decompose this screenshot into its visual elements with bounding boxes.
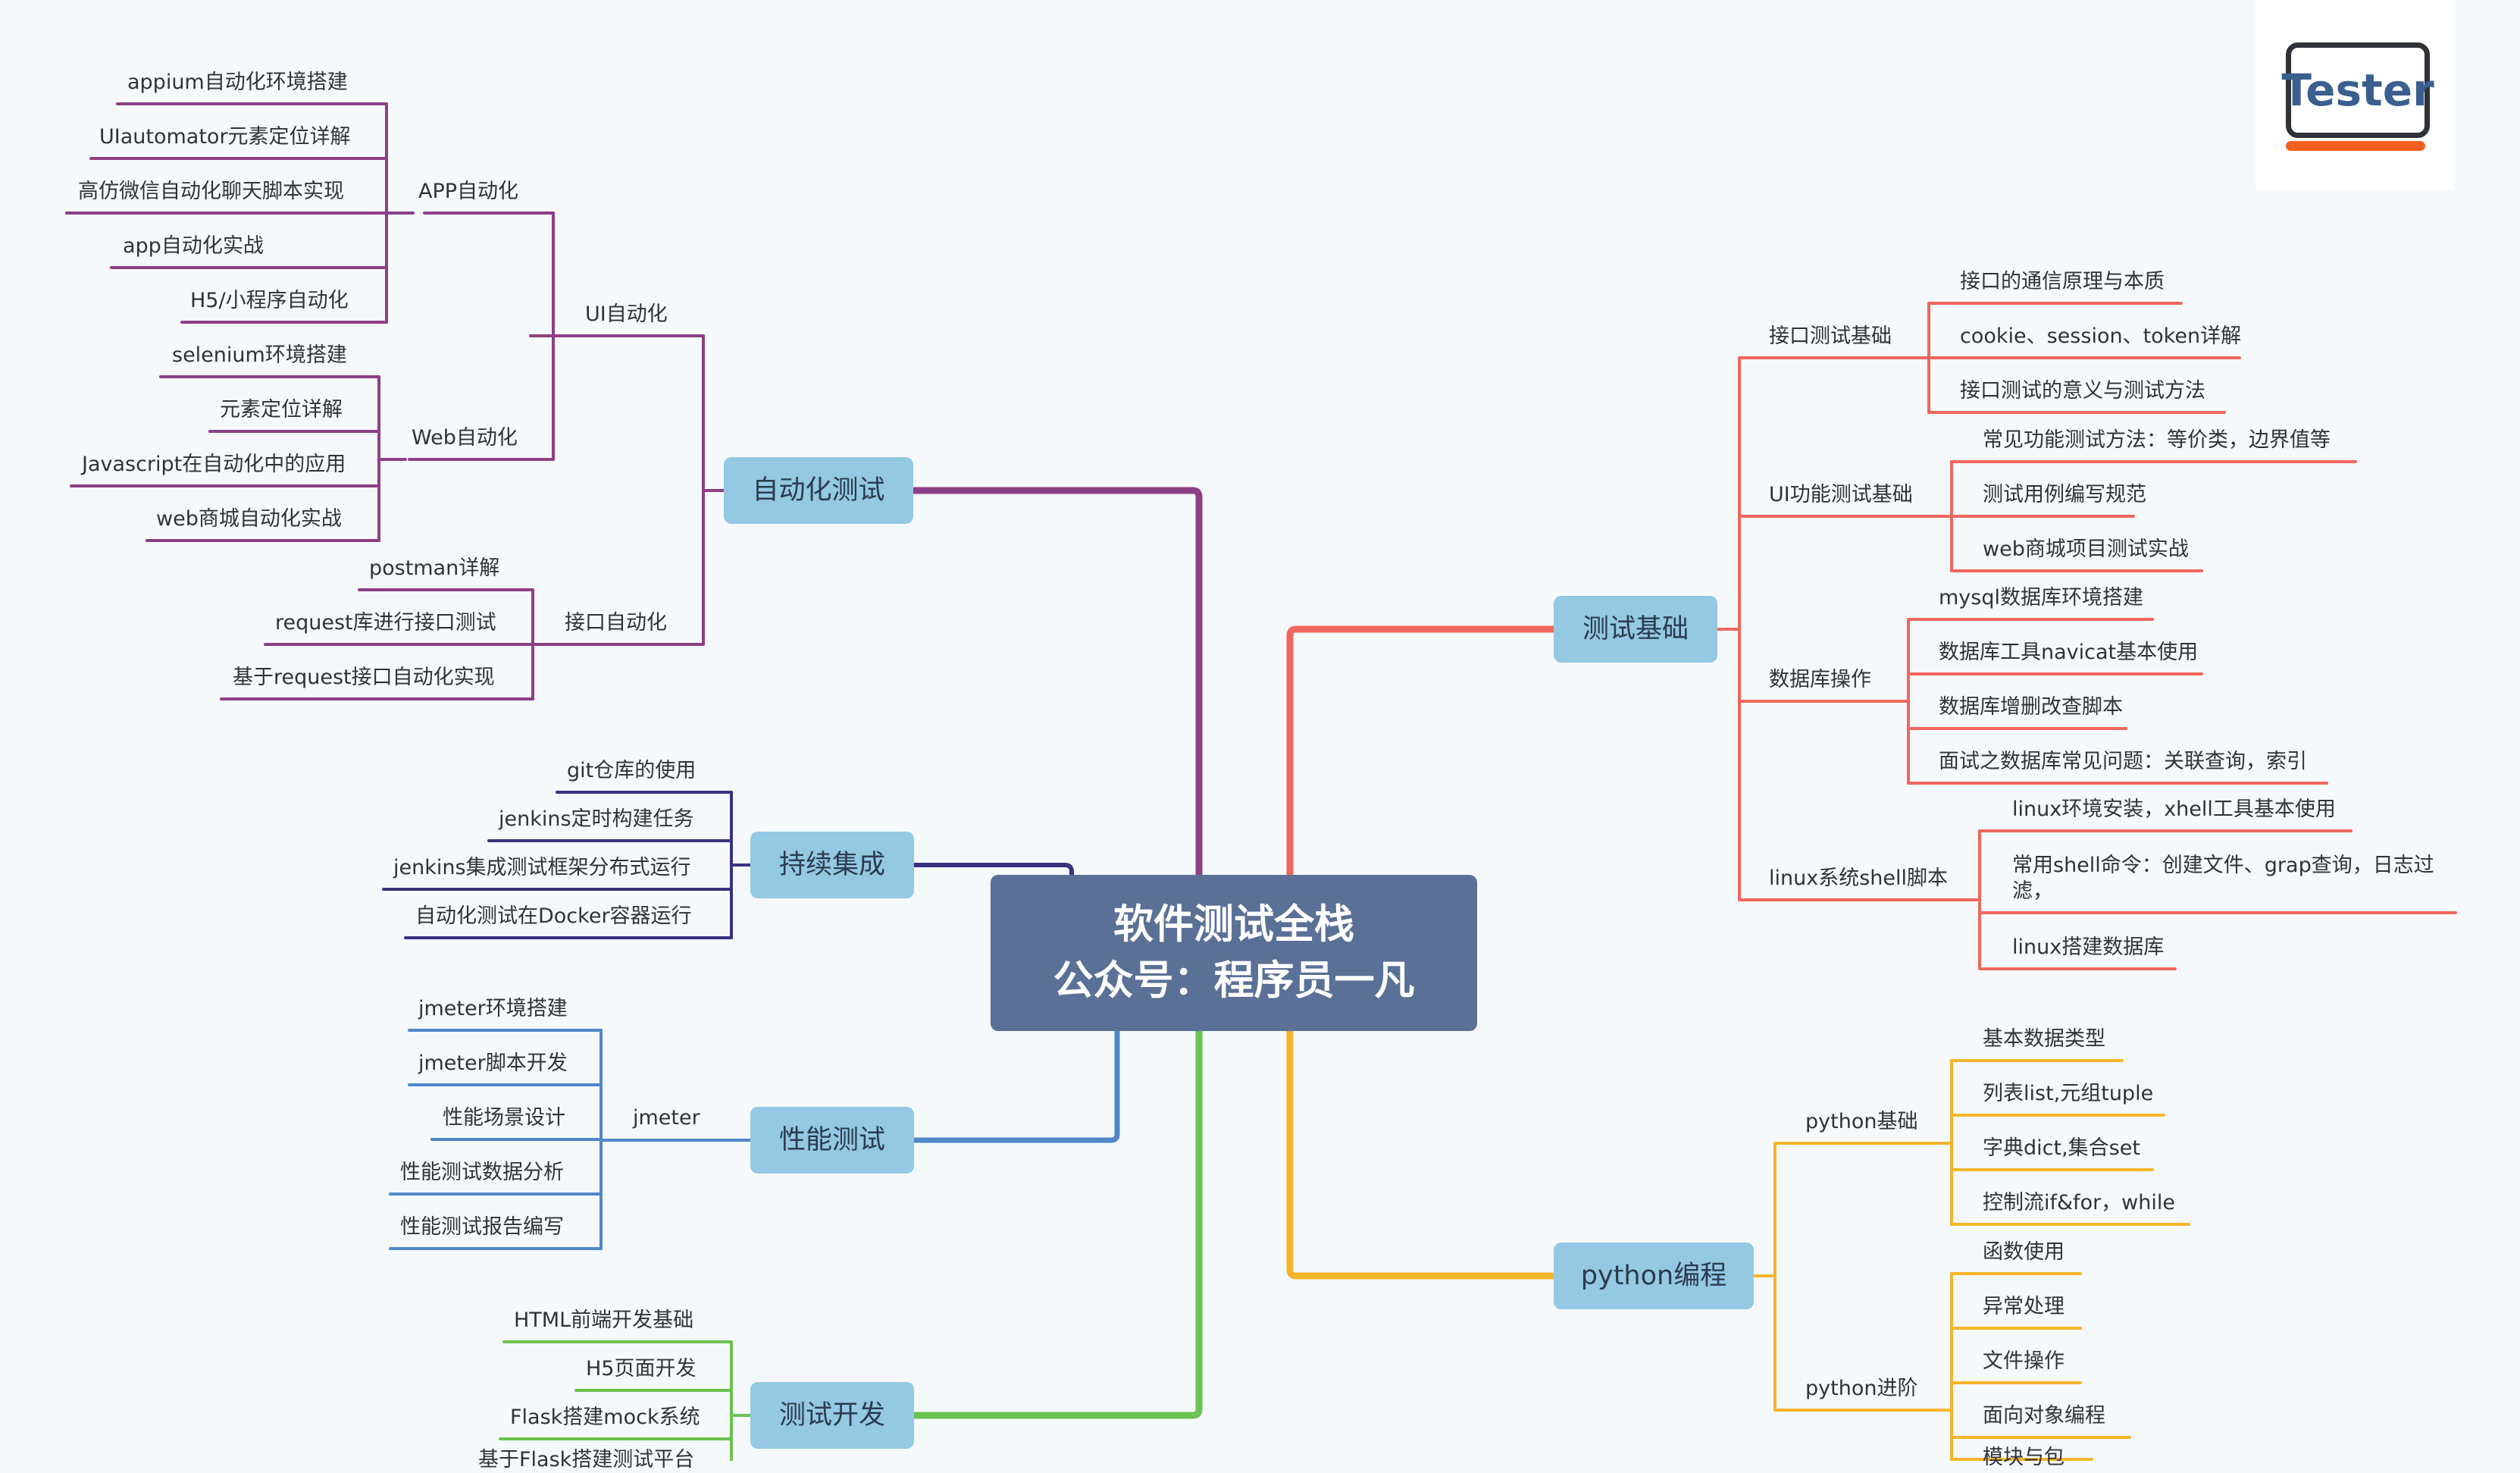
leaf-linux-1[interactable]: linux环境安装，xhell工具基本使用 [2012, 798, 2336, 821]
leaf-pyadv-1[interactable]: 函数使用 [1983, 1240, 2065, 1264]
leaf-pyadv-4[interactable]: 面向对象编程 [1983, 1404, 2105, 1428]
leaf-app-2[interactable]: UIautomator元素定位详解 [99, 125, 351, 149]
leaf-pyadv-2[interactable]: 异常处理 [1983, 1295, 2065, 1318]
leaf-pybasic-1[interactable]: 基本数据类型 [1983, 1027, 2105, 1051]
node-ui-basics[interactable]: UI功能测试基础 [1769, 483, 1913, 506]
leaf-apibasic-2[interactable]: cookie、session、token详解 [1960, 324, 2242, 348]
topic-automation[interactable]: 自动化测试 [724, 457, 913, 524]
center-topic[interactable]: 软件测试全栈 公众号：程序员一凡 [991, 875, 1477, 1031]
leaf-api-1[interactable]: postman详解 [369, 556, 500, 580]
leaf-app-1[interactable]: appium自动化环境搭建 [127, 71, 348, 94]
center-title-line1: 软件测试全栈 [1113, 901, 1354, 948]
node-api-basics[interactable]: 接口测试基础 [1769, 324, 1892, 348]
node-app-automation[interactable]: APP自动化 [418, 180, 519, 203]
topic-python[interactable]: python编程 [1554, 1243, 1754, 1309]
leaf-pyadv-5[interactable]: 模块与包 [1983, 1446, 2065, 1469]
node-python-basic[interactable]: python基础 [1805, 1110, 1918, 1133]
leaf-web-4[interactable]: web商城自动化实战 [156, 507, 342, 531]
leaf-perf-1[interactable]: jmeter环境搭建 [418, 997, 568, 1020]
leaf-pybasic-2[interactable]: 列表list,元组tuple [1983, 1082, 2154, 1105]
leaf-uibasic-1[interactable]: 常见功能测试方法：等价类，边界值等 [1983, 428, 2331, 452]
leaf-perf-4[interactable]: 性能测试数据分析 [400, 1161, 564, 1184]
trunk-basics [1286, 625, 1557, 879]
node-ui-automation[interactable]: UI自动化 [585, 302, 668, 326]
logo-frame: Tester [2281, 42, 2434, 138]
leaf-api-3[interactable]: 基于request接口自动化实现 [233, 666, 495, 689]
leaf-db-3[interactable]: 数据库增删改查脚本 [1939, 695, 2123, 719]
leaf-apibasic-3[interactable]: 接口测试的意义与测试方法 [1960, 379, 2205, 403]
trunk-devtest [910, 1027, 1203, 1419]
leaf-dev-3[interactable]: Flask搭建mock系统 [510, 1406, 700, 1429]
leaf-app-5[interactable]: H5/小程序自动化 [190, 289, 349, 312]
leaf-api-2[interactable]: request库进行接口测试 [275, 611, 496, 635]
leaf-pybasic-3[interactable]: 字典dict,集合set [1983, 1136, 2140, 1160]
leaf-web-1[interactable]: selenium环境搭建 [172, 343, 347, 367]
leaf-dev-4[interactable]: 基于Flask搭建测试平台 [478, 1448, 695, 1471]
leaf-db-2[interactable]: 数据库工具navicat基本使用 [1939, 641, 2199, 664]
leaf-uibasic-2[interactable]: 测试用例编写规范 [1983, 483, 2146, 506]
leaf-ci-1[interactable]: git仓库的使用 [567, 759, 697, 782]
topic-performance[interactable]: 性能测试 [750, 1107, 914, 1174]
topic-basics[interactable]: 测试基础 [1554, 596, 1717, 663]
leaf-ci-4[interactable]: 自动化测试在Docker容器运行 [415, 904, 692, 928]
leaf-pyadv-3[interactable]: 文件操作 [1983, 1349, 2065, 1373]
leaf-app-3[interactable]: 高仿微信自动化聊天脚本实现 [78, 180, 344, 203]
leaf-web-3[interactable]: Javascript在自动化中的应用 [82, 453, 346, 476]
leaf-dev-1[interactable]: HTML前端开发基础 [514, 1308, 694, 1332]
trunk-performance [911, 1028, 1120, 1143]
leaf-uibasic-3[interactable]: web商城项目测试实战 [1983, 537, 2189, 561]
trunk-automation [909, 487, 1203, 879]
topic-ci[interactable]: 持续集成 [750, 832, 914, 898]
tester-logo: Tester [2255, 0, 2454, 190]
logo-underline-bar [2286, 141, 2425, 151]
node-linux[interactable]: linux系统shell脚本 [1769, 867, 1948, 890]
leaf-app-4[interactable]: app自动化实战 [123, 234, 264, 258]
leaf-pybasic-4[interactable]: 控制流if&for，while [1983, 1191, 2175, 1214]
node-api-automation[interactable]: 接口自动化 [565, 611, 667, 635]
leaf-ci-2[interactable]: jenkins定时构建任务 [499, 807, 694, 831]
node-jmeter[interactable]: jmeter [633, 1106, 700, 1130]
node-web-automation[interactable]: Web自动化 [412, 426, 518, 450]
trunk-python [1286, 1027, 1557, 1280]
leaf-apibasic-1[interactable]: 接口的通信原理与本质 [1960, 270, 2165, 293]
topic-devtest[interactable]: 测试开发 [750, 1382, 914, 1449]
center-title-line2: 公众号：程序员一凡 [1053, 957, 1415, 1004]
node-db[interactable]: 数据库操作 [1769, 668, 1871, 691]
leaf-perf-2[interactable]: jmeter脚本开发 [418, 1051, 568, 1075]
logo-text: Tester [2281, 64, 2434, 116]
leaf-linux-3[interactable]: linux搭建数据库 [2012, 936, 2165, 959]
leaf-ci-3[interactable]: jenkins集成测试框架分布式运行 [393, 856, 691, 879]
leaf-db-1[interactable]: mysql数据库环境搭建 [1939, 586, 2143, 610]
leaf-dev-2[interactable]: H5页面开发 [586, 1357, 697, 1381]
leaf-linux-2[interactable]: 常用shell命令：创建文件、grap查询，日志过滤， [2012, 854, 2434, 903]
leaf-perf-5[interactable]: 性能测试报告编写 [400, 1215, 564, 1239]
node-python-advanced[interactable]: python进阶 [1805, 1377, 1918, 1400]
leaf-perf-3[interactable]: 性能场景设计 [443, 1106, 565, 1130]
leaf-web-2[interactable]: 元素定位详解 [220, 398, 343, 422]
trunk-ci [912, 863, 1074, 877]
leaf-db-4[interactable]: 面试之数据库常见问题：关联查询，索引 [1939, 750, 2307, 773]
